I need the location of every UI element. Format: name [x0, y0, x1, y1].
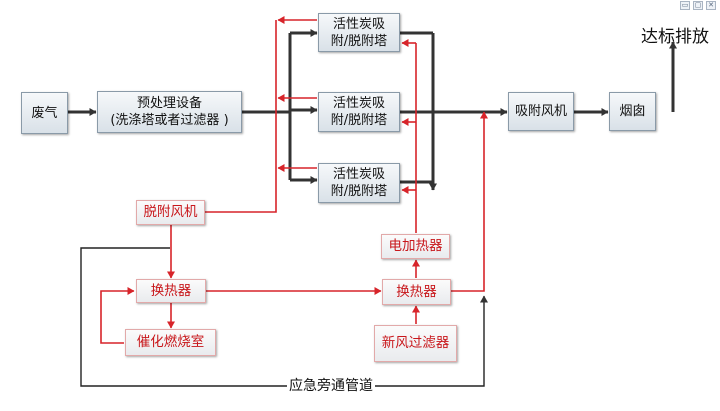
desorption-flow: [100, 16, 488, 344]
chimney-box: 烟囱: [609, 92, 656, 131]
carbon-tower-2: 活性炭吸 附/脱附塔: [318, 92, 400, 132]
catalytic-chamber-box: 催化燃烧室: [125, 329, 216, 356]
carbon-tower-3: 活性炭吸 附/脱附塔: [318, 163, 400, 203]
heat-exchanger-right-box: 换热器: [382, 279, 451, 305]
minimize-button[interactable]: ▭: [680, 1, 690, 10]
fresh-air-filter-box: 新风过滤器: [374, 325, 457, 362]
bypass-label: 应急旁通管道: [287, 375, 375, 395]
electric-heater-box: 电加热器: [381, 234, 450, 259]
close-button[interactable]: ✕: [706, 1, 716, 10]
bypass-line: [80, 247, 488, 387]
heat-exchanger-left-box: 换热器: [136, 279, 206, 303]
waste-gas-box: 废气: [21, 92, 68, 134]
desorption-fan-box: 脱附风机: [136, 200, 205, 225]
discharge-label: 达标排放: [641, 27, 709, 47]
suction-fan-box: 吸附风机: [508, 92, 574, 131]
maximize-button[interactable]: ▢: [693, 1, 703, 10]
carbon-tower-1: 活性炭吸 附/脱附塔: [318, 13, 400, 52]
pretreatment-box: 预处理设备 (洗涤塔或者过滤器 ): [97, 91, 242, 133]
